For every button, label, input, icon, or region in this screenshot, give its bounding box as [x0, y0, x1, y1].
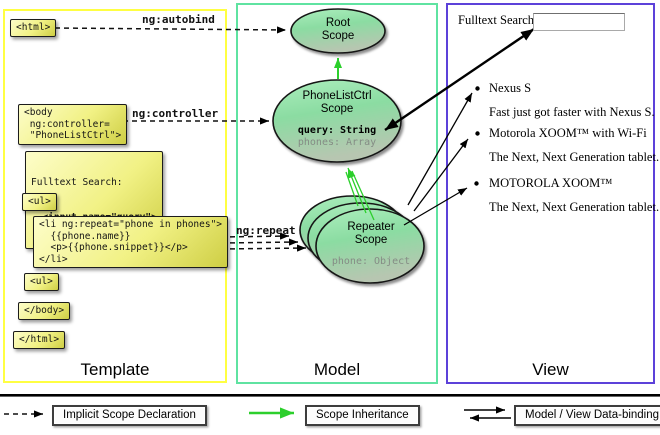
legend-model-view-data-binding: Model / View Data-binding [514, 405, 660, 426]
label-ng-controller: ng:controller [132, 107, 219, 120]
fulltext-search-input[interactable] [533, 13, 625, 31]
legend-scope-inheritance: Scope Inheritance [305, 405, 420, 426]
view-panel [446, 3, 655, 384]
code-body-open: <body ng:controller= "PhoneListCtrl"> [18, 104, 128, 145]
legend-implicit-scope-declaration: Implicit Scope Declaration [52, 405, 207, 426]
label-ng-repeat: ng:repeat [236, 224, 296, 237]
phonelistctrl-phones-prop: phones: Array [297, 137, 377, 148]
view-item-desc: Fast just got faster with Nexus S. [489, 105, 655, 119]
code-html-open: <html> [10, 19, 57, 37]
model-panel [236, 3, 438, 384]
code-ul-open: <ul> [22, 193, 57, 211]
repeater-scope-title: Repeater Scope [347, 221, 395, 246]
code-li-repeat: <li ng:repeat="phone in phones"> {{phone… [33, 216, 229, 268]
view-panel-label: View [532, 360, 569, 379]
label-ng-autobind: ng:autobind [142, 13, 215, 26]
view-item-desc: The Next, Next Generation tablet. [489, 150, 660, 164]
phonelistctrl-query-prop: query: String [297, 125, 377, 136]
view-item-title: Nexus S [489, 81, 532, 95]
model-panel-label: Model [313, 360, 361, 379]
code-html-close: </html> [13, 331, 66, 349]
view-item-desc: The Next, Next Generation tablet. [489, 200, 660, 214]
root-scope-title: Root Scope [321, 17, 355, 42]
code-body-close: </body> [18, 302, 71, 320]
template-panel [3, 9, 227, 383]
view-item-title: MOTOROLA XOOM™ [489, 176, 613, 190]
phonelistctrl-scope-title: PhoneListCtrl Scope [302, 90, 372, 115]
code-fulltext-label: Fulltext Search: [31, 177, 123, 188]
code-ul-close: <ul> [24, 273, 59, 291]
view-item-title: Motorola XOOM™ with Wi-Fi [489, 126, 647, 140]
legend-separator [0, 394, 660, 397]
fulltext-search-label: Fulltext Search: [458, 13, 538, 27]
template-panel-label: Template [80, 360, 150, 379]
repeater-phone-prop: phone: Object [331, 256, 411, 267]
